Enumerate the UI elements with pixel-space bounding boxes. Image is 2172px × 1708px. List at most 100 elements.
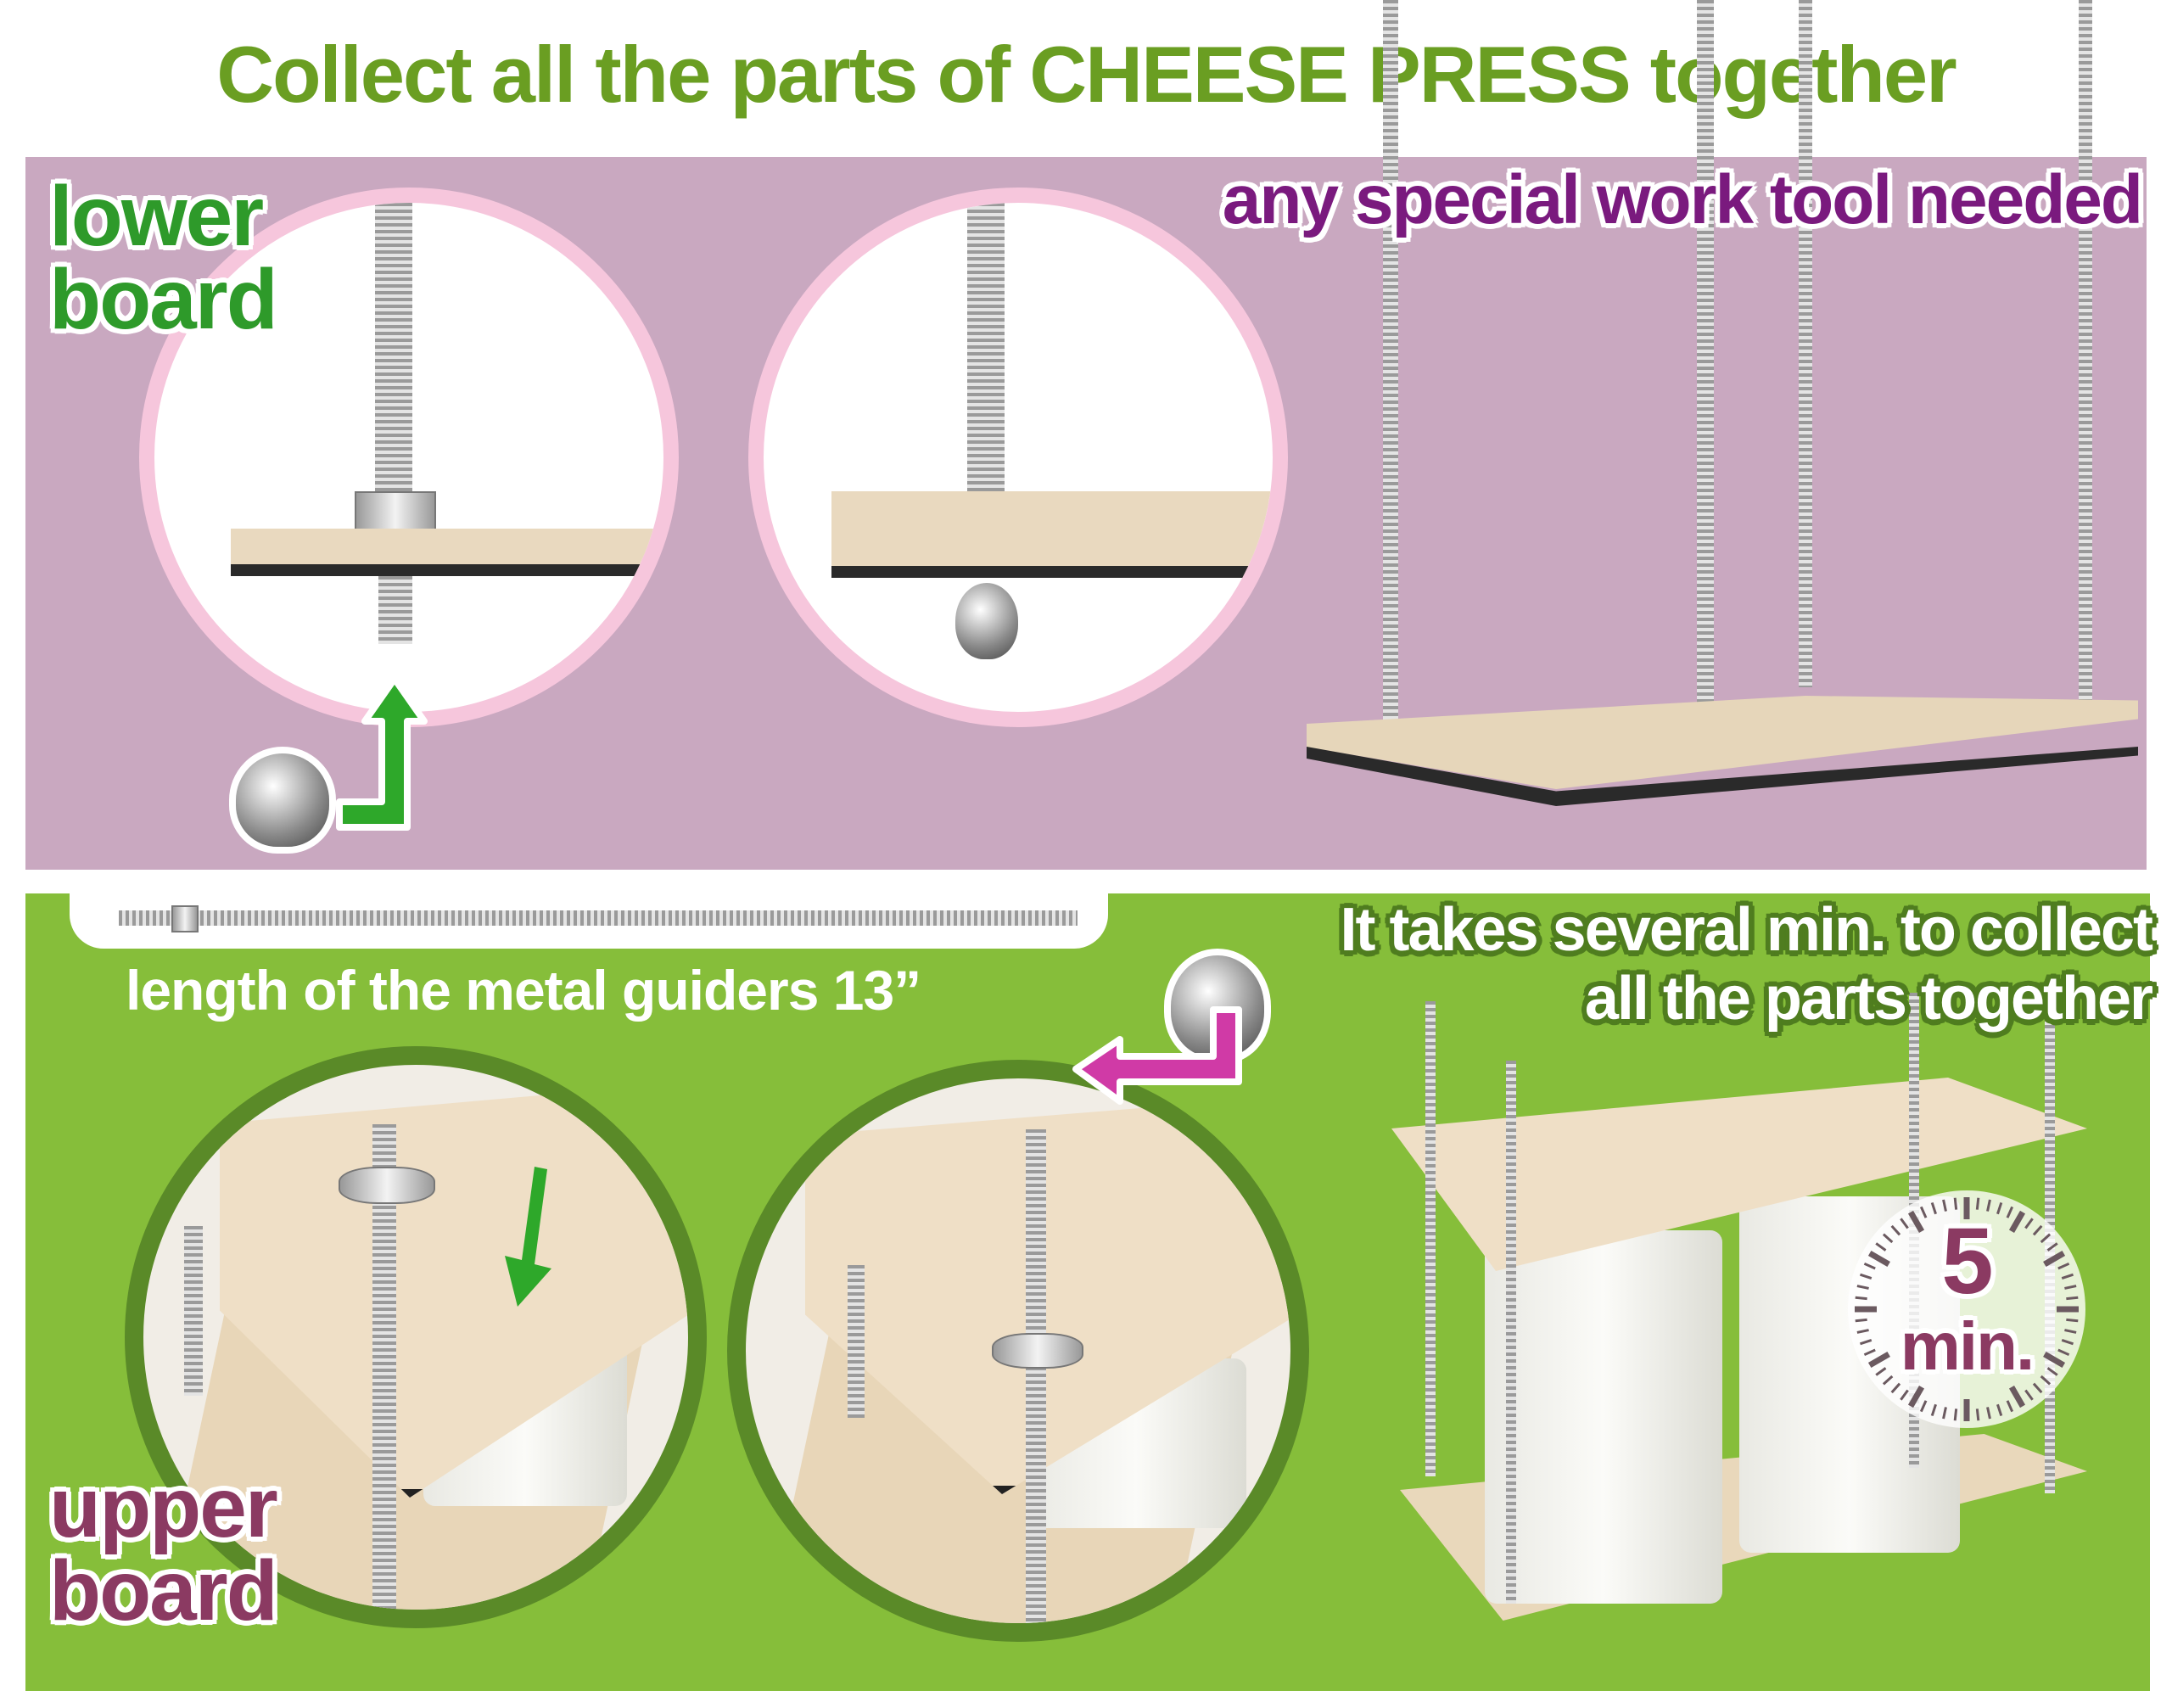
upper-board-label: upper board (49, 1460, 278, 1638)
clock-tick (2057, 1348, 2070, 1357)
assembly-time-note: It takes several min. to collect all the… (1340, 896, 2153, 1033)
guider-rod (1425, 1001, 1436, 1476)
timer-unit: min. (1900, 1308, 2035, 1384)
acorn-nut (955, 583, 1018, 659)
cheese-mold (1485, 1230, 1722, 1604)
clock-tick (1863, 1262, 1876, 1270)
clock-tick (2046, 1367, 2058, 1376)
clock-tick (1867, 1351, 1890, 1369)
clock-tick (1855, 1296, 1867, 1301)
guider-rod (1383, 0, 1398, 730)
threaded-rod (967, 203, 1005, 508)
clock-tick (1919, 1400, 1928, 1413)
clock-tick (1907, 1210, 1925, 1233)
clock-tick (2008, 1386, 2026, 1408)
clock-tick (2008, 1210, 2026, 1233)
clock-tick (1953, 1408, 1958, 1421)
hex-nut (355, 491, 436, 532)
clock-tick (2064, 1329, 2077, 1334)
assembly-time-note-line2: all the parts together (1584, 964, 2153, 1033)
wing-nut (992, 1333, 1083, 1369)
clock-tick (1890, 1224, 1901, 1236)
lower-board-edge (831, 491, 1273, 578)
clock-tick (1882, 1233, 1894, 1244)
clock-tick (1907, 1386, 1925, 1408)
clock-tick (1856, 1329, 1869, 1334)
clock-tick (1859, 1339, 1873, 1346)
clock-tick (1900, 1389, 1909, 1401)
clock-tick (1882, 1375, 1894, 1386)
clock-tick (1890, 1382, 1901, 1394)
acorn-nut-icon (229, 747, 336, 854)
lower-board-label: lower board (49, 169, 278, 347)
threaded-rod (372, 1124, 396, 1610)
clock-tick (2032, 1224, 2043, 1236)
clock-tick (2024, 1389, 2034, 1401)
clock-tick (1975, 1197, 1980, 1210)
lower-board-assembly-photo (1307, 0, 2147, 840)
metal-guider-rod (119, 910, 1078, 926)
timer-badge: 5 min. (1848, 1190, 2085, 1428)
up-arrow-icon (336, 675, 428, 831)
acorn-nut-installed-photo (748, 188, 1288, 727)
clock-tick (2043, 1351, 2066, 1369)
clock-tick (1875, 1367, 1887, 1376)
clock-tick (2024, 1218, 2034, 1229)
upper-board-label-line2: board (49, 1543, 278, 1638)
threaded-rod (848, 1265, 865, 1418)
clock-tick (2006, 1206, 2014, 1218)
wing-nut-tightened-photo (727, 1060, 1309, 1642)
clock-tick (2066, 1318, 2079, 1323)
clock-tick (1930, 1201, 1937, 1215)
down-arrow-icon (505, 1167, 551, 1307)
clock-tick (2040, 1375, 2052, 1386)
clock-tick (1996, 1403, 2003, 1417)
clock-tick (1863, 1348, 1876, 1357)
clock-tick (1855, 1318, 1867, 1323)
guider-rod (1799, 0, 1812, 687)
wing-nut-install-photo (125, 1046, 707, 1628)
clock-tick (1867, 1250, 1890, 1268)
clock-tick (2066, 1296, 2079, 1301)
lower-board-label-line1: lower (49, 169, 264, 264)
clock-tick (1900, 1218, 1909, 1229)
upper-board-label-line1: upper (49, 1460, 278, 1555)
clock-tick (1986, 1407, 1991, 1420)
clock-tick (2006, 1400, 2014, 1413)
lower-board-edge (231, 529, 663, 576)
clock-icon (1855, 1197, 2079, 1421)
clock-tick (2061, 1273, 2074, 1280)
guider-rod (1697, 0, 1714, 755)
threaded-rod (1026, 1129, 1046, 1623)
clock-tick (2032, 1382, 2043, 1394)
clock-tick (1859, 1273, 1873, 1280)
wing-nut (339, 1167, 435, 1204)
clock-tick (1930, 1403, 1937, 1417)
timer-value: 5 (1941, 1209, 1993, 1313)
threaded-rod (184, 1226, 203, 1396)
tool-note: any special work tool needed (1222, 161, 2143, 238)
guider-rod-strip (70, 893, 1108, 949)
clock-tick (2040, 1233, 2052, 1244)
guider-length-label: length of the metal guiders 13” (126, 959, 921, 1022)
clock-tick (1975, 1408, 1980, 1421)
threaded-rod-end (378, 576, 412, 644)
clock-tick (1942, 1407, 1947, 1420)
guider-rod (2079, 0, 2092, 704)
clock-tick (2061, 1339, 2074, 1346)
clock-tick (1986, 1199, 1991, 1212)
clock-tick (2043, 1250, 2066, 1268)
clock-tick (1919, 1206, 1928, 1218)
left-arrow-icon (1072, 1006, 1242, 1105)
assembly-time-note-line1: It takes several min. to collect (1340, 896, 2153, 964)
hex-nut (171, 905, 199, 932)
clock-tick (1875, 1242, 1887, 1252)
assembled-press-photo (1383, 993, 2096, 1638)
lower-board-label-line2: board (49, 252, 278, 347)
page-title: Collect all the parts of CHEESE PRESS to… (216, 30, 1957, 119)
clock-tick (2057, 1262, 2070, 1270)
clock-tick (1953, 1197, 1958, 1210)
clock-tick (1996, 1201, 2003, 1215)
clock-tick (1856, 1285, 1869, 1290)
guider-rod (1506, 1061, 1516, 1604)
